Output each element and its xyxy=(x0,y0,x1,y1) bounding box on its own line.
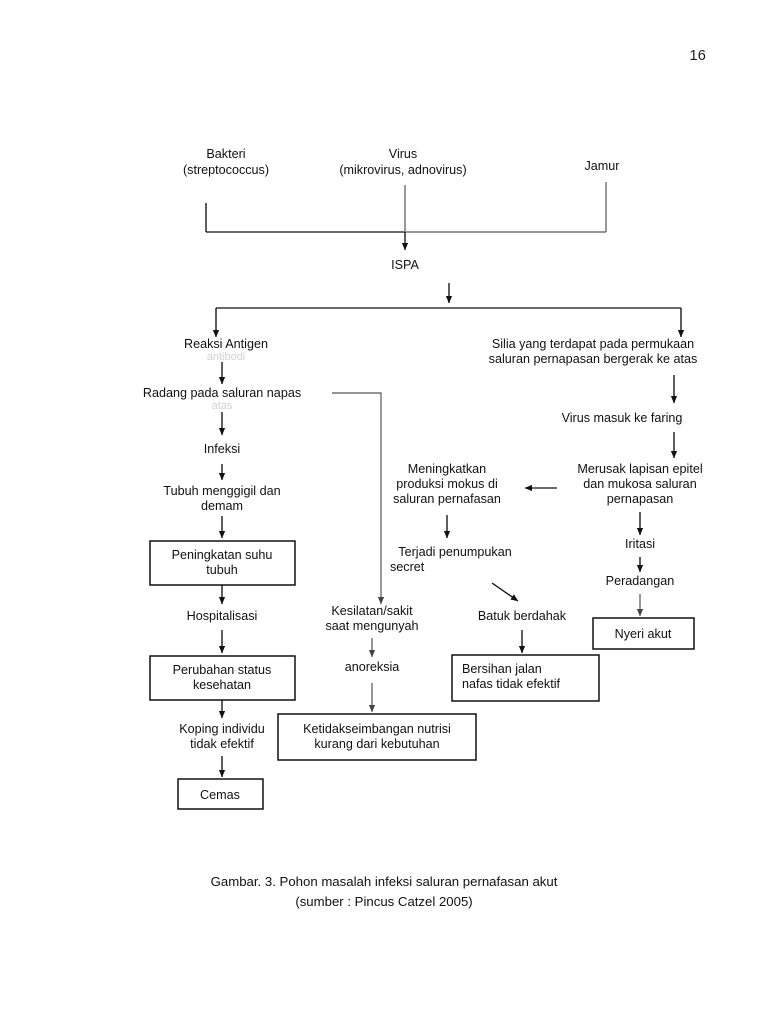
node-silia-line1: Silia yang terdapat pada permukaan xyxy=(492,337,694,351)
connector-radang-to-kesilatan xyxy=(332,392,385,605)
node-batuk-berdahak: Batuk berdahak xyxy=(478,609,567,623)
node-peradangan: Peradangan xyxy=(606,574,675,588)
figure-caption: Gambar. 3. Pohon masalah infeksi saluran… xyxy=(0,872,768,913)
box-cemas xyxy=(177,778,264,810)
node-epitel-line3: pernapasan xyxy=(607,492,674,506)
node-anoreksia: anoreksia xyxy=(345,660,400,674)
node-mokus-line3: saluran pernafasan xyxy=(393,492,501,506)
box-nutrisi-line2: kurang dari kebutuhan xyxy=(314,737,439,751)
node-menggigil-line1: Tubuh menggigil dan xyxy=(163,484,280,498)
cause-bakteri-line1: Bakteri xyxy=(206,147,245,161)
node-infeksi: Infeksi xyxy=(204,442,240,456)
node-secret-line2: secret xyxy=(390,560,425,574)
node-koping-line2: tidak efektif xyxy=(190,737,254,751)
node-hospitalisasi: Hospitalisasi xyxy=(187,609,258,623)
node-reaksi-antigen-clipped: antibodi xyxy=(207,351,246,363)
node-virus-faring: Virus masuk ke faring xyxy=(562,411,683,425)
node-epitel-line2: dan mukosa saluran xyxy=(583,477,696,491)
node-mokus-line2: produksi mokus di xyxy=(396,477,498,491)
node-reaksi-antigen: Reaksi Antigen xyxy=(184,337,268,351)
box-perubahan-status-line1: Perubahan status xyxy=(173,663,272,677)
box-nyeri-akut-label: Nyeri akut xyxy=(615,627,672,641)
box-perubahan-status-line2: kesehatan xyxy=(193,678,251,692)
node-koping-line1: Koping individu xyxy=(179,722,264,736)
node-radang: Radang pada saluran napas xyxy=(143,386,301,400)
cause-virus-line1: Virus xyxy=(389,147,417,161)
node-mokus-line1: Meningkatkan xyxy=(408,462,486,476)
box-bersihan-line1: Bersihan jalan xyxy=(462,662,542,676)
cause-jamur-label: Jamur xyxy=(585,159,620,173)
node-kesilatan-line1: Kesilatan/sakit xyxy=(331,604,413,618)
figure-caption-line2: (sumber : Pincus Catzel 2005) xyxy=(295,894,473,910)
box-cemas-label: Cemas xyxy=(200,788,240,802)
cause-virus-line2: (mikrovirus, adnovirus) xyxy=(339,163,466,177)
figure-caption-line1: Gambar. 3. Pohon masalah infeksi saluran… xyxy=(210,874,558,889)
box-peningkatan-suhu-line2: tubuh xyxy=(206,563,238,577)
box-nutrisi-line1: Ketidakseimbangan nutrisi xyxy=(303,722,451,736)
connector-secret-to-batuk xyxy=(491,582,519,602)
node-epitel-line1: Merusak lapisan epitel xyxy=(577,462,702,476)
node-silia-line2: saluran pernapasan bergerak ke atas xyxy=(489,352,698,366)
node-menggigil-line2: demam xyxy=(201,499,243,513)
node-kesilatan-line2: saat mengunyah xyxy=(325,619,418,633)
node-ispa-label: ISPA xyxy=(391,258,419,272)
box-ketidakseimbangan-nutrisi xyxy=(277,713,477,761)
page-number: 16 xyxy=(689,48,706,64)
node-iritasi: Iritasi xyxy=(625,537,655,551)
node-secret-line1: Terjadi penumpukan xyxy=(398,545,511,559)
box-peningkatan-suhu-line1: Peningkatan suhu xyxy=(172,548,273,562)
box-bersihan-jalan-nafas xyxy=(451,654,600,702)
node-radang-clipped: atas xyxy=(212,400,233,412)
cause-bakteri-line2: (streptococcus) xyxy=(183,163,269,177)
box-nyeri-akut xyxy=(592,617,695,650)
box-bersihan-line2: nafas tidak efektif xyxy=(462,677,561,691)
